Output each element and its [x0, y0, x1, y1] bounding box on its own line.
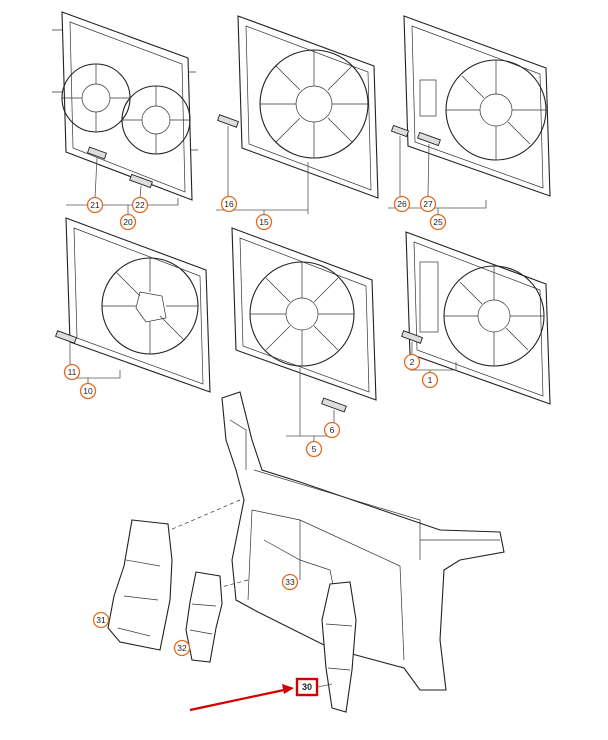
fan-shroud-single-c — [231, 227, 377, 401]
front-carrier-assembly — [169, 391, 505, 691]
svg-text:32: 32 — [177, 643, 187, 653]
svg-text:26: 26 — [397, 199, 407, 209]
svg-text:15: 15 — [259, 217, 269, 227]
seal-strip-11 — [55, 330, 77, 344]
callout-27[interactable]: 27 — [419, 195, 437, 213]
svg-text:20: 20 — [123, 217, 133, 227]
fan-shroud-single-b — [65, 217, 211, 393]
callout-11[interactable]: 11 — [63, 363, 81, 381]
fan-shroud-twin — [52, 11, 198, 201]
callout-30-highlighted[interactable]: 30 — [295, 677, 319, 697]
svg-text:22: 22 — [135, 200, 145, 210]
seal-strip-21 — [86, 146, 108, 160]
callout-10[interactable]: 10 — [79, 382, 97, 400]
callout-20[interactable]: 20 — [119, 213, 137, 231]
callout-25[interactable]: 25 — [429, 213, 447, 231]
wiring-harness — [263, 539, 335, 591]
svg-text:16: 16 — [224, 199, 234, 209]
seal-strip-22 — [129, 173, 153, 189]
svg-text:33: 33 — [285, 577, 295, 587]
svg-text:30: 30 — [302, 682, 312, 692]
callout-16[interactable]: 16 — [220, 195, 238, 213]
callout-5[interactable]: 5 — [305, 440, 323, 458]
seal-strip-2 — [401, 330, 423, 344]
callout-6[interactable]: 6 — [323, 421, 341, 439]
fan-shroud-single-d — [405, 231, 551, 405]
red-arrow-icon — [189, 684, 294, 712]
callout-2[interactable]: 2 — [403, 353, 421, 371]
fan-shroud-large — [237, 15, 379, 199]
svg-text:6: 6 — [330, 425, 335, 435]
svg-text:25: 25 — [433, 217, 443, 227]
callout-21[interactable]: 21 — [86, 196, 104, 214]
air-duct-left — [107, 519, 173, 651]
seal-strip-16 — [217, 114, 239, 128]
svg-text:11: 11 — [68, 367, 77, 377]
callout-31[interactable]: 31 — [92, 611, 110, 629]
seal-strip-27 — [417, 131, 441, 147]
svg-text:10: 10 — [83, 386, 93, 396]
fan-shroud-single-a — [403, 15, 551, 197]
seal-strip-26 — [390, 124, 410, 138]
svg-text:21: 21 — [90, 200, 100, 210]
svg-text:31: 31 — [96, 615, 106, 625]
svg-text:2: 2 — [410, 357, 415, 367]
callout-33[interactable]: 33 — [281, 573, 299, 591]
callout-15[interactable]: 15 — [255, 213, 273, 231]
callout-1[interactable]: 1 — [421, 371, 439, 389]
air-guide-lower — [185, 571, 223, 663]
callout-32[interactable]: 32 — [173, 639, 191, 657]
callout-22[interactable]: 22 — [131, 196, 149, 214]
svg-text:1: 1 — [428, 375, 433, 385]
svg-text:27: 27 — [423, 199, 433, 209]
seal-strip-6 — [321, 397, 347, 413]
callout-26[interactable]: 26 — [393, 195, 411, 213]
svg-text:5: 5 — [312, 444, 317, 454]
air-guide-right — [321, 581, 357, 713]
